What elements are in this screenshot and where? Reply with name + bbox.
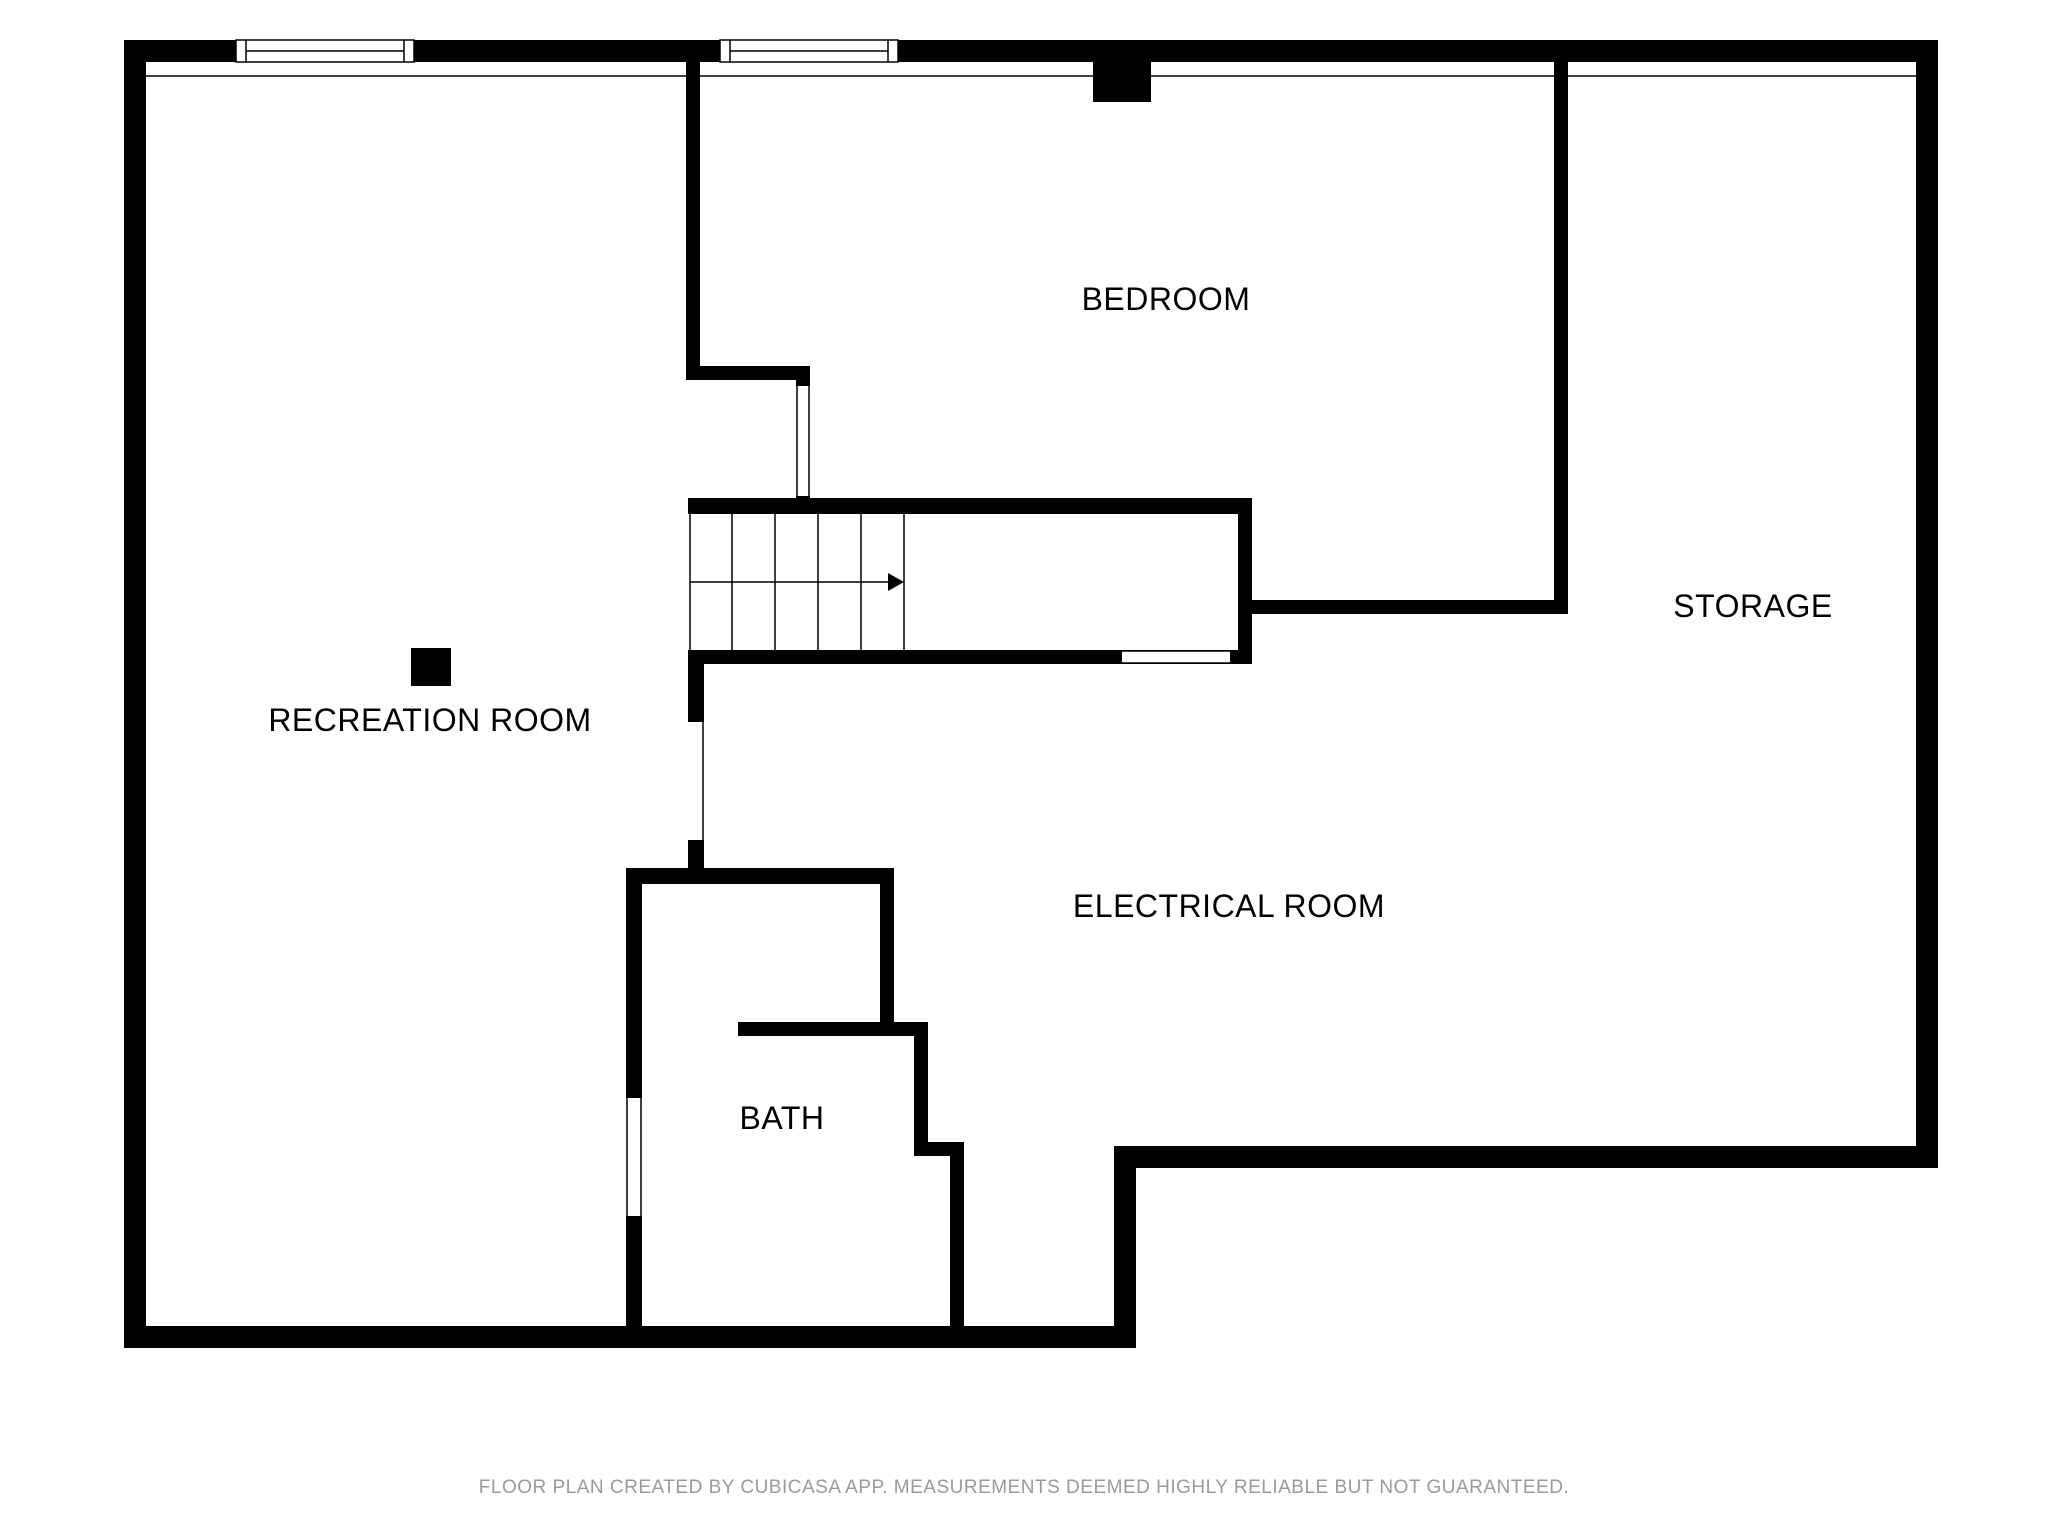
column-recreation <box>411 648 451 686</box>
wall-top <box>124 40 1938 62</box>
wall-step-vertical <box>1114 1146 1136 1348</box>
staircase <box>689 514 905 650</box>
column-bedroom <box>1093 62 1151 102</box>
wall-step-horizontal <box>1114 1146 1938 1168</box>
room-label-electrical-room: ELECTRICAL ROOM <box>1073 888 1385 924</box>
wall-right <box>1916 40 1938 1168</box>
room-label-storage: STORAGE <box>1673 588 1832 624</box>
bath-walls <box>626 868 964 1342</box>
window-right <box>719 39 899 63</box>
door-recreation-electrical <box>688 722 704 882</box>
room-label-recreation-room: RECREATION ROOM <box>268 702 591 738</box>
wall-left <box>124 40 146 1348</box>
window-left <box>235 39 415 63</box>
outer-walls <box>124 40 1938 1348</box>
stair-direction-arrow <box>888 573 904 591</box>
room-label-bath: BATH <box>740 1100 825 1136</box>
bedroom-walls <box>686 58 1568 614</box>
room-label-bedroom: BEDROOM <box>1082 281 1251 317</box>
stair-enclosure <box>688 498 1252 722</box>
footer-disclaimer: FLOOR PLAN CREATED BY CUBICASA APP. MEAS… <box>479 1477 1569 1498</box>
